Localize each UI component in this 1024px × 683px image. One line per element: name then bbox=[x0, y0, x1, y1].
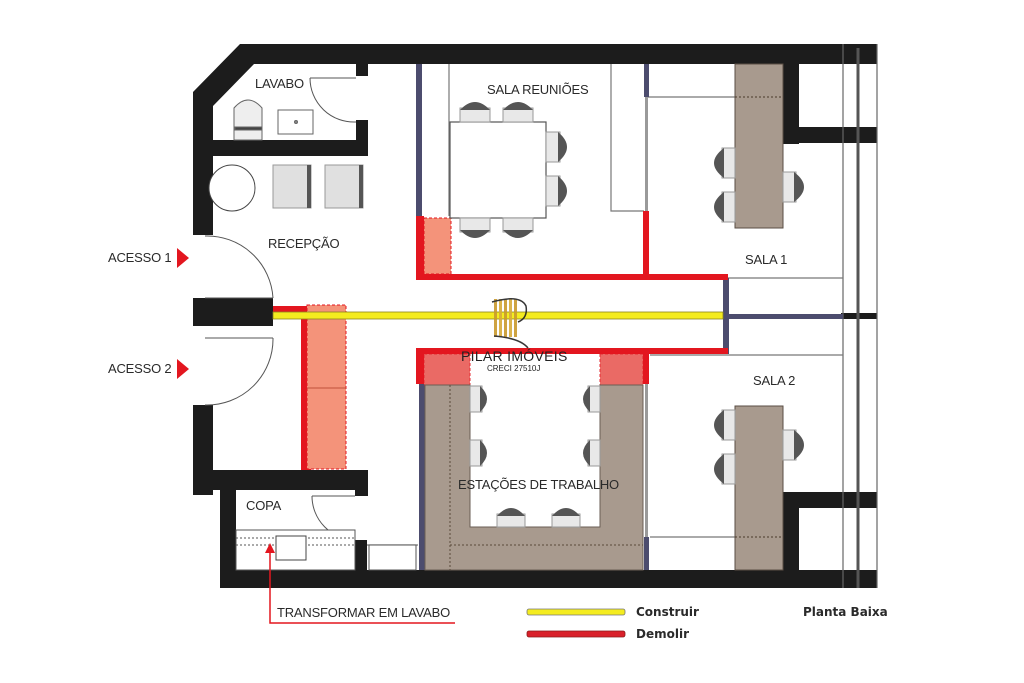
access-1-label: ACESSO 1 bbox=[108, 250, 172, 265]
watermark-name: PILAR IMÓVEIS bbox=[461, 348, 568, 364]
room-label-recepcao: RECEPÇÃO bbox=[268, 236, 340, 251]
access-arrows bbox=[177, 248, 189, 379]
lavabo-fixtures bbox=[233, 99, 314, 141]
existing-partitions bbox=[416, 64, 843, 570]
room-label-lavabo: LAVABO bbox=[255, 76, 304, 91]
meeting-table bbox=[449, 121, 547, 219]
room-label-estacoes: ESTAÇÕES DE TRABALHO bbox=[458, 477, 619, 492]
watermark-creci: CRECI 27510J bbox=[487, 364, 541, 373]
logo-icon bbox=[491, 298, 529, 349]
annotation-transformar: TRANSFORMAR EM LAVABO bbox=[277, 605, 451, 620]
exterior-walls bbox=[193, 44, 877, 588]
room-label-sala-2: SALA 2 bbox=[753, 373, 796, 388]
demolish-areas bbox=[306, 217, 452, 470]
annotation-arrow bbox=[265, 543, 455, 624]
legend-demolir-label: Demolir bbox=[636, 627, 689, 641]
interior-lines bbox=[367, 64, 843, 546]
copa-counter bbox=[235, 529, 417, 571]
legend-construir-swatch bbox=[526, 608, 626, 616]
legend-swatches bbox=[526, 608, 626, 638]
office-desks bbox=[734, 63, 784, 571]
reception-furniture bbox=[208, 164, 364, 212]
workstation-desk bbox=[424, 384, 644, 571]
chairs bbox=[459, 102, 804, 528]
room-label-sala-1: SALA 1 bbox=[745, 252, 788, 267]
legend-demolir-swatch bbox=[526, 630, 626, 638]
plan-title: Planta Baixa bbox=[803, 605, 888, 619]
demolish-walls bbox=[273, 211, 728, 470]
access-2-label: ACESSO 2 bbox=[108, 361, 172, 376]
build-wall bbox=[272, 311, 724, 320]
room-label-sala-reunioes: SALA REUNIÕES bbox=[487, 82, 589, 97]
access-1-arrow-icon bbox=[177, 248, 189, 268]
room-label-copa: COPA bbox=[246, 498, 282, 513]
access-2-arrow-icon bbox=[177, 359, 189, 379]
legend-construir-label: Construir bbox=[636, 605, 699, 619]
